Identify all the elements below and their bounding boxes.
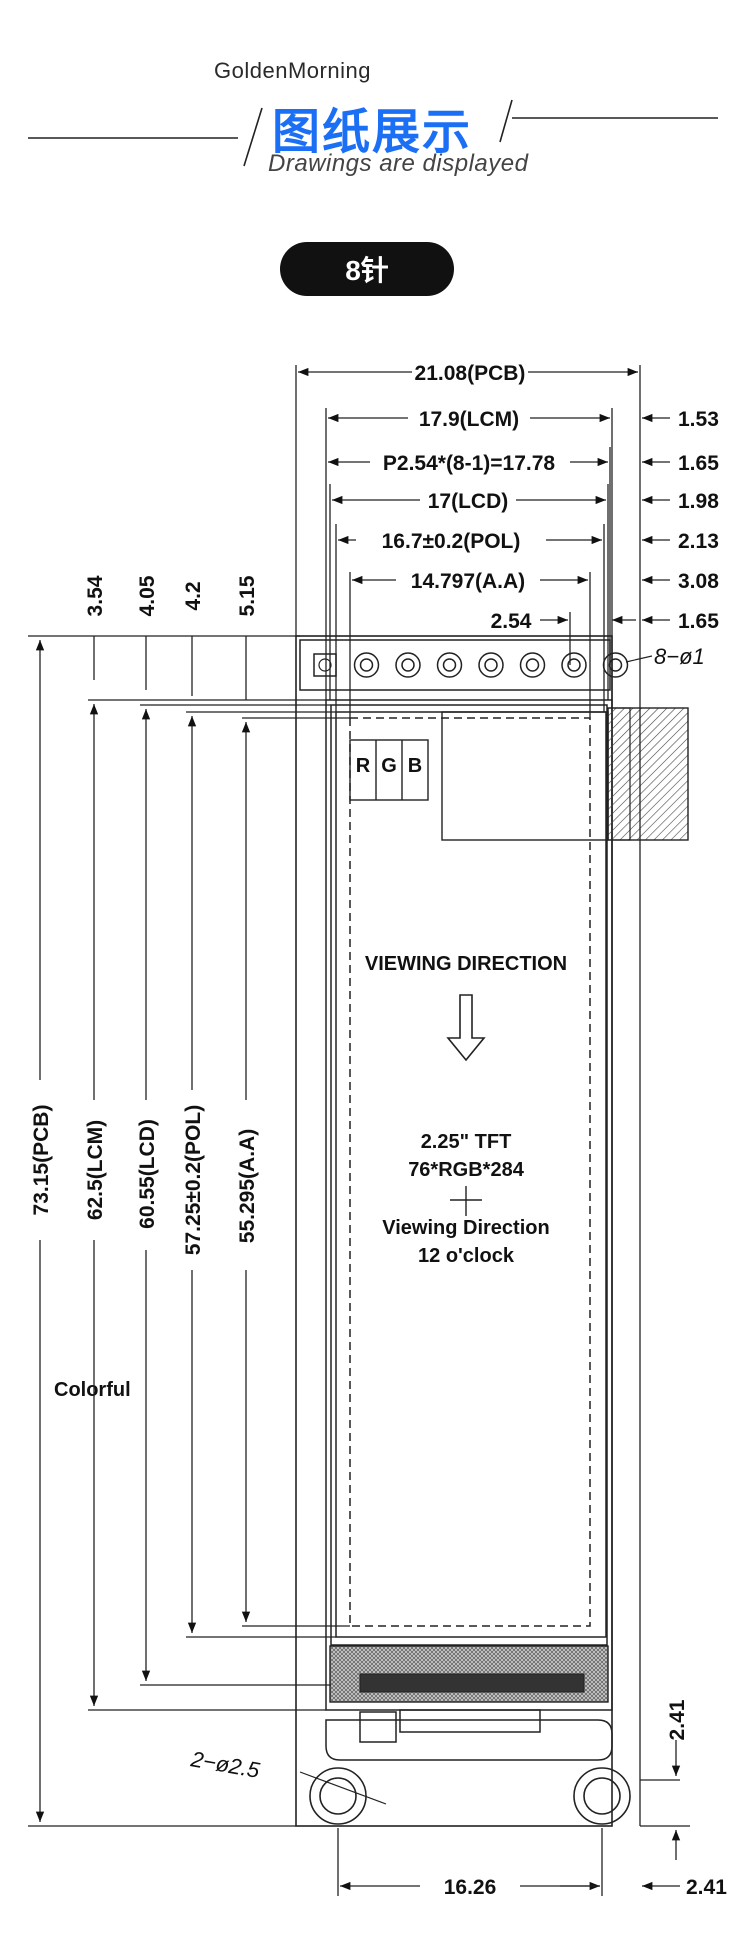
vertical-dimension-labels: 73.15(PCB) 62.5(LCM) 60.55(LCD) 57.25±0.… xyxy=(30,575,727,1899)
dim-holes-span: 16.26 xyxy=(444,1876,497,1899)
bottom-ic-area xyxy=(329,1645,609,1703)
viewing-direction-label: VIEWING DIRECTION xyxy=(365,953,567,975)
bottom-connector xyxy=(325,1709,613,1761)
lcm-body xyxy=(325,699,613,1711)
dim-right-2: 1.65 xyxy=(678,452,719,475)
dim-lcd-width: 17(LCD) xyxy=(428,490,509,513)
dim-aa-height: 55.295(A.A) xyxy=(236,1129,259,1243)
brand-name: GoldenMorning xyxy=(214,58,371,83)
pin-circle xyxy=(602,652,629,678)
vertical-dimensions xyxy=(28,635,690,1896)
rgb-subpixels: R G B xyxy=(349,739,429,801)
pin-header xyxy=(299,639,629,691)
dim-top-3: 4.2 xyxy=(182,581,205,610)
pin-count-badge: 8针 xyxy=(280,242,454,296)
dim-pcb-width: 21.08(PCB) xyxy=(415,362,526,385)
pins-label: 8−ø1 xyxy=(654,644,705,669)
dim-lcm-width: 17.9(LCM) xyxy=(419,408,519,431)
pin-hole xyxy=(442,658,457,672)
pin-circle xyxy=(436,652,463,678)
mounting-holes xyxy=(309,1767,631,1825)
pin-circle xyxy=(561,652,587,678)
dim-lcd-height: 60.55(LCD) xyxy=(136,1119,159,1229)
dim-top-4: 5.15 xyxy=(236,575,259,616)
dim-bottom-edge: 2.41 xyxy=(666,1699,689,1740)
spec-size: 2.25" TFT xyxy=(421,1131,512,1153)
pin-hole xyxy=(525,658,540,672)
down-arrow-icon xyxy=(446,994,486,1062)
pin-hole xyxy=(401,658,415,672)
holes-label: 2−ø2.5 xyxy=(188,1746,262,1783)
viewing-direction: VIEWING DIRECTION xyxy=(365,953,567,1062)
dim-right-6: 1.65 xyxy=(678,610,719,633)
pin-hole xyxy=(484,658,498,672)
rgb-g-label: G xyxy=(381,755,397,777)
spec-viewing-direction: Viewing Direction xyxy=(382,1217,549,1239)
spec-text: 2.25" TFT 76*RGB*284 Viewing Direction 1… xyxy=(382,1131,549,1267)
dim-pin-pitch: 2.54 xyxy=(491,610,532,633)
dim-right-edge: 2.41 xyxy=(686,1876,727,1899)
dim-pol-width: 16.7±0.2(POL) xyxy=(382,530,521,553)
dim-right-4: 2.13 xyxy=(678,530,719,553)
dim-right-5: 3.08 xyxy=(678,570,719,593)
colorful-label: Colorful xyxy=(54,1379,131,1401)
dim-pin-pitch-total: P2.54*(8-1)=17.78 xyxy=(383,452,556,475)
dim-right-3: 1.98 xyxy=(678,490,719,513)
pin-circle xyxy=(478,652,504,678)
page-title: 图纸展示 xyxy=(272,106,473,159)
pin-hole xyxy=(359,658,374,672)
rgb-r-label: R xyxy=(356,755,371,777)
header-decoration xyxy=(28,99,718,167)
pin-circle xyxy=(519,652,546,678)
horizontal-dimensions xyxy=(295,365,670,1826)
dim-pol-height: 57.25±0.2(POL) xyxy=(182,1105,205,1255)
dim-top-2: 4.05 xyxy=(136,575,159,616)
dim-top-1: 3.54 xyxy=(84,575,107,616)
dim-right-1: 1.53 xyxy=(678,408,719,431)
pin-circle xyxy=(353,652,380,678)
dim-lcm-height: 62.5(LCM) xyxy=(84,1120,107,1220)
fpc-tab xyxy=(441,707,689,841)
dim-pcb-height: 73.15(PCB) xyxy=(30,1105,53,1216)
spec-resolution: 76*RGB*284 xyxy=(408,1159,525,1181)
page-subtitle: Drawings are displayed xyxy=(268,150,529,177)
rgb-b-label: B xyxy=(408,755,422,777)
pin-callout: 8−ø1 xyxy=(625,644,705,669)
horizontal-dimension-labels: 21.08(PCB) 17.9(LCM) P2.54*(8-1)=17.78 1… xyxy=(382,362,720,633)
pin-hole xyxy=(567,658,581,672)
spec-oclock: 12 o'clock xyxy=(418,1245,515,1267)
pin-circle xyxy=(395,652,421,678)
dim-aa-width: 14.797(A.A) xyxy=(411,570,525,593)
